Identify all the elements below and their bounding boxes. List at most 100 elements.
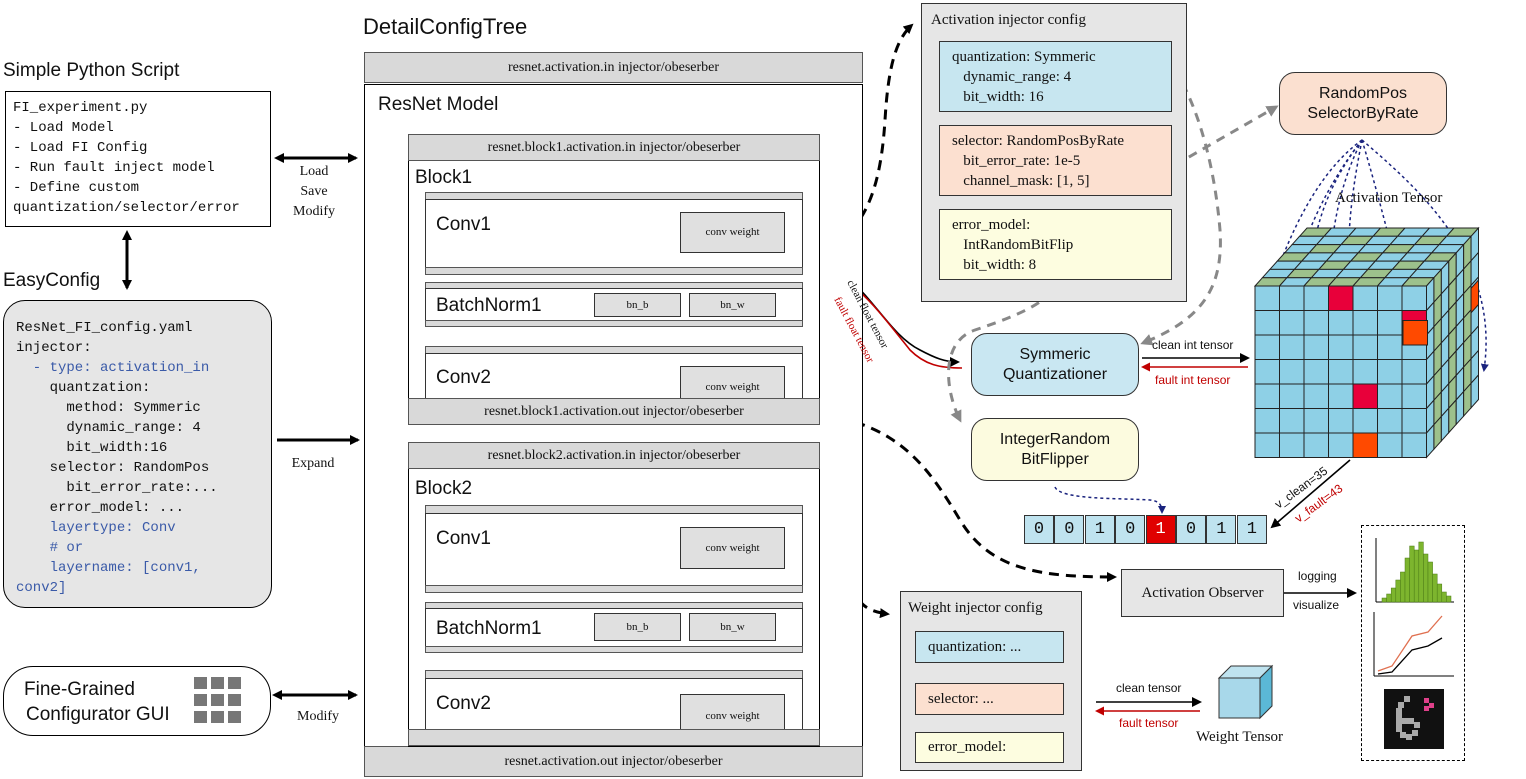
grid-icon (194, 677, 244, 727)
tensor-front-cell (1303, 359, 1329, 385)
tensor-front-cell (1328, 383, 1354, 409)
activation-tensor-label: Activation Tensor (1335, 190, 1443, 206)
simple-script-box: FI_experiment.py- Load Model- Load FI Co… (5, 91, 271, 227)
block2-out-bar (408, 729, 820, 746)
weight-error-box[interactable]: error_model: (915, 732, 1064, 763)
gui-box[interactable]: Fine-Grained Configurator GUI (3, 666, 271, 736)
config-line: bit_width: 16 (952, 89, 1044, 105)
block1-out-bar[interactable]: resnet.block1.activation.out injector/ob… (408, 398, 820, 425)
modify-label: Modify (293, 204, 335, 219)
block2-label: Block2 (415, 478, 473, 499)
block2-conv2-label: Conv2 (436, 693, 491, 714)
yaml-line: layername: [conv1, (16, 560, 201, 576)
tensor-front-cell (1377, 334, 1403, 360)
config-line: dynamic_range: 4 (952, 69, 1072, 85)
simple-script-code: FI_experiment.py- Load Model- Load FI Co… (13, 98, 270, 218)
tensor-front-cell (1352, 408, 1378, 434)
block1-conv1-weight[interactable]: conv weight (680, 212, 785, 253)
save-label: Save (300, 184, 328, 199)
histogram-plot (1375, 538, 1454, 603)
block1-conv2-weight[interactable]: conv weight (680, 366, 785, 399)
config-line: channel_mask: [1, 5] (952, 173, 1090, 189)
visualization-panel (1361, 525, 1465, 761)
block2-bn-b[interactable]: bn_b (594, 613, 681, 641)
tensor-to-bits-arrow (1270, 459, 1351, 529)
tensor-front-cell (1377, 285, 1403, 311)
script-line: FI_experiment.py (13, 100, 148, 116)
script-line: quantization/selector/error (13, 200, 240, 216)
random-pos-line2: SelectorByRate (1307, 104, 1419, 122)
config-line: quantization: Symmeric (952, 49, 1096, 65)
bit-cell: 0 (1176, 515, 1206, 544)
tensor-front-cell (1401, 432, 1427, 458)
gui-label-line2: Configurator GUI (26, 704, 170, 725)
logging-label: logging (1298, 569, 1337, 583)
tensor-front-cell (1328, 408, 1354, 434)
grey-dashed-to-quantizer (1140, 69, 1222, 346)
tensor-front-cell (1352, 383, 1378, 409)
tensor-fault-cell (1470, 278, 1479, 315)
block1-label: Block1 (415, 167, 473, 188)
activation-selector-box[interactable]: selector: RandomPosByRate bit_error_rate… (939, 125, 1172, 196)
fault-tensor-label: fault tensor (1119, 716, 1179, 730)
script-line: - Load Model (13, 120, 114, 136)
block1-bn-bottom-bar (425, 320, 803, 327)
config-line: bit_width: 8 (952, 257, 1037, 273)
tensor-front-cell (1279, 310, 1305, 336)
bottom-injector-bar[interactable]: resnet.activation.out injector/obeserber (364, 746, 863, 777)
tensor-front-cell (1303, 432, 1329, 458)
block1-bn-b[interactable]: bn_b (594, 293, 681, 317)
yaml-line: conv2] (16, 580, 67, 596)
activation-observer[interactable]: Activation Observer (1121, 569, 1284, 617)
quantizer-line2: Quantizationer (1002, 365, 1108, 383)
tensor-front-cell (1352, 285, 1378, 311)
expand-label: Expand (291, 456, 335, 471)
tensor-fault-cell (1402, 320, 1428, 346)
tensor-front-cell (1377, 408, 1403, 434)
block1-conv1-label: Conv1 (436, 214, 491, 235)
config-line: selector: RandomPosByRate (952, 133, 1125, 149)
tensor-front-cell (1328, 359, 1354, 385)
tensor-front-cell (1401, 359, 1427, 385)
activation-error-box[interactable]: error_model: IntRandomBitFlip bit_width:… (939, 209, 1172, 280)
activation-quant-box[interactable]: quantization: Symmeric dynamic_range: 4 … (939, 41, 1172, 112)
yaml-line: method: Symmeric (16, 400, 201, 416)
tensor-front-cell (1401, 383, 1427, 409)
yaml-line: ResNet_FI_config.yaml (16, 320, 193, 336)
block1-in-bar[interactable]: resnet.block1.activation.in injector/obe… (408, 134, 820, 161)
simple-script-title: Simple Python Script (3, 60, 180, 81)
tensor-front-cell (1279, 432, 1305, 458)
tensor-front-cell (1254, 310, 1280, 336)
tensor-front-cell (1303, 285, 1329, 311)
activation-tensor-cube (1253, 226, 1480, 459)
tensor-front-cell (1328, 285, 1354, 311)
model-label: ResNet Model (378, 94, 499, 115)
block2-conv2-weight[interactable]: conv weight (680, 694, 785, 730)
block2-bn-w[interactable]: bn_w (689, 613, 776, 641)
top-injector-bar[interactable]: resnet.activation.in injector/obeserber (364, 52, 863, 83)
tensor-front-cell (1279, 285, 1305, 311)
tensor-front-cell (1254, 432, 1280, 458)
tensor-front-cell (1377, 432, 1403, 458)
bitflipper-dotted-link (1054, 486, 1166, 514)
block1-bn-w[interactable]: bn_w (689, 293, 776, 317)
bit-cell: 1 (1145, 515, 1176, 544)
tensor-front-cell (1377, 310, 1403, 336)
config-line: bit_error_rate: 1e-5 (952, 153, 1081, 169)
tensor-front-cell (1377, 383, 1403, 409)
clean-int-label: clean int tensor (1152, 338, 1234, 352)
tensor-front-cell (1279, 408, 1305, 434)
block2-conv1-weight[interactable]: conv weight (680, 527, 785, 569)
dashed-to-observer (821, 413, 1117, 582)
block2-in-bar[interactable]: resnet.block2.activation.in injector/obe… (408, 442, 820, 469)
block1-bn-label: BatchNorm1 (436, 295, 542, 316)
yaml-line: injector: (16, 340, 92, 356)
weight-quant-box[interactable]: quantization: ... (915, 631, 1064, 663)
tensor-front-cell (1352, 432, 1378, 458)
weight-selector-box[interactable]: selector: ... (915, 683, 1064, 715)
